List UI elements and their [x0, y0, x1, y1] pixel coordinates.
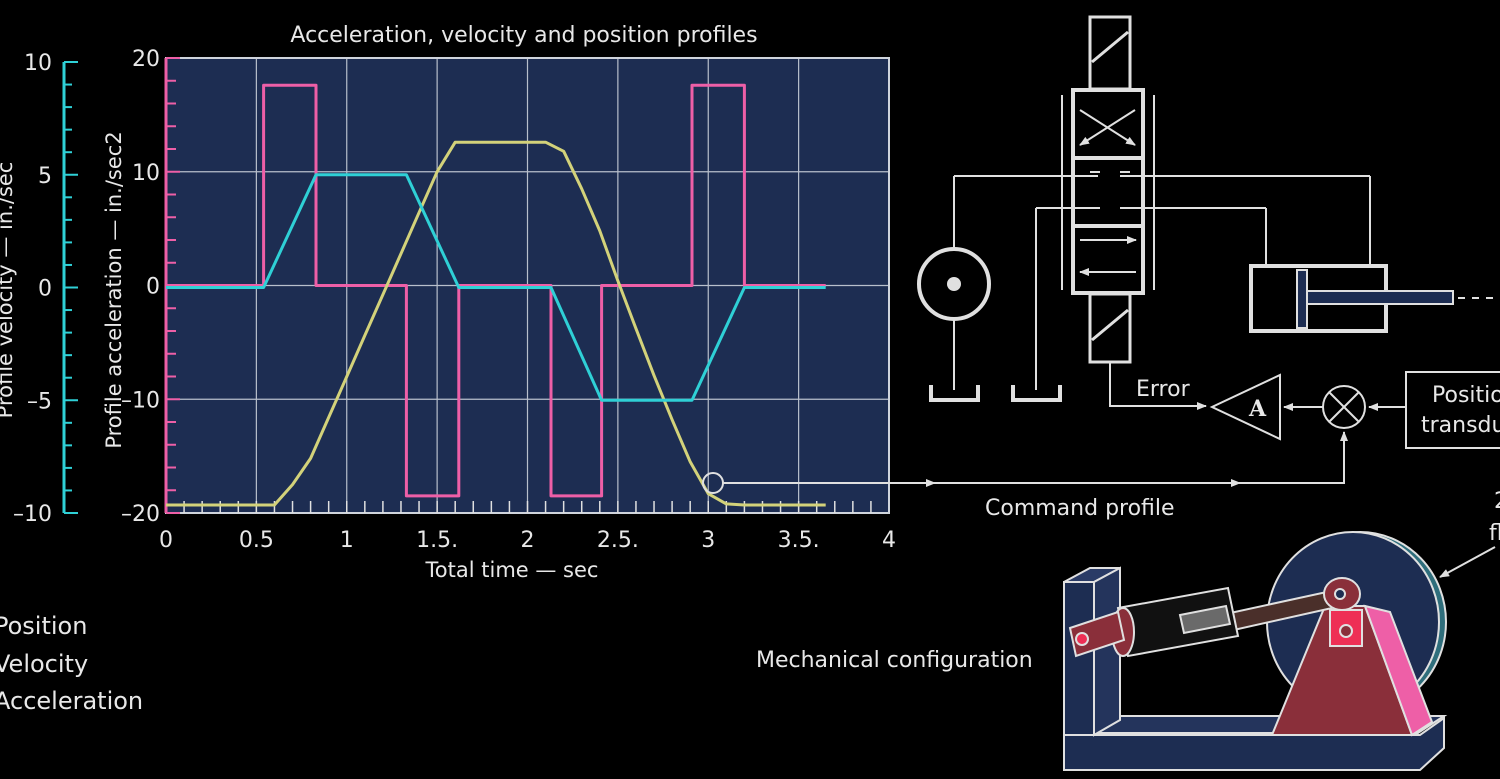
valve-bottom-spring: [1088, 292, 1132, 364]
cylinder-piston: [1296, 269, 1308, 329]
command-profile-label: Command profile: [985, 496, 1175, 521]
mech-base-front: [1063, 716, 1445, 771]
amplifier-label: A: [1248, 396, 1267, 422]
schematic-labels: Error A Positio transdu Command profile …: [756, 377, 1500, 673]
transducer-label-2: transdu: [1421, 413, 1500, 438]
acc-tick-label-2: 0: [146, 275, 160, 300]
series-acceleration: [166, 83, 826, 498]
spring-line-bottom: [1091, 308, 1129, 342]
chart-title: Acceleration, velocity and position prof…: [290, 23, 757, 48]
mechanical-configuration: [1063, 531, 1448, 771]
valve-top-spring: [1088, 15, 1132, 91]
vel-tick-label-2: 0: [38, 277, 52, 302]
x-tick-label-5: 2.5.: [597, 528, 639, 553]
transducer-label-1: Positio: [1432, 383, 1500, 408]
mech-piston-rod: [1178, 604, 1232, 635]
acc-tick-label-4: –20: [121, 502, 160, 527]
flywheel-pointer: [1439, 546, 1496, 578]
cross-arrow-2: [1079, 109, 1136, 146]
legend: Position Velocity Acceleration: [0, 612, 143, 715]
crank-pin: [1339, 624, 1353, 638]
reservoir-1: [929, 385, 980, 402]
x-tick-label-8: 4: [882, 528, 896, 553]
series-velocity: [166, 173, 826, 402]
mechanical-label: Mechanical configuration: [756, 648, 1033, 673]
pedestal-side: [1363, 604, 1434, 737]
mech-upright-front: [1063, 581, 1095, 736]
flywheel-label-2: fl: [1489, 521, 1500, 546]
acc-tick-label-1: 10: [132, 161, 160, 186]
x-tick-label-2: 1: [340, 528, 354, 553]
mech-upright-side: [1093, 566, 1121, 737]
acc-axis-label: Profile acceleration — in./sec2: [102, 131, 126, 448]
vel-tick-label-3: –5: [27, 389, 52, 414]
acc-axis-label-text: Profile acceleration — in./sec2: [102, 131, 126, 448]
x-tick-label-0: 0: [159, 528, 173, 553]
minor-ticks: [183, 501, 872, 513]
acc-tick-label-3: –10: [121, 388, 160, 413]
reservoir-2: [1011, 385, 1062, 402]
pump-center-dot: [947, 277, 961, 291]
error-line: [1109, 362, 1207, 410]
x-axis-label: Total time — sec: [425, 558, 599, 582]
x-tick-label-7: 3.5.: [778, 528, 820, 553]
legend-velocity: Velocity: [0, 650, 88, 678]
profiles-chart: 0 0.5 1 1.5. 2 2.5. 3 3.5. 4 20 10 0 –10 –20 10 5 0 –5 –10…: [0, 23, 896, 582]
x-tick-label-4: 2: [521, 528, 535, 553]
cylinder-rod: [1306, 290, 1454, 305]
hydraulic-schematic: [723, 15, 1500, 578]
x-tick-label-3: 1.5.: [416, 528, 458, 553]
vel-tick-label-1: 5: [38, 164, 52, 189]
tick-labels: 0 0.5 1 1.5. 2 2.5. 3 3.5. 4 20 10 0 –10 –20 10 5 0 –5 –10: [13, 47, 896, 553]
servo-valve-body: [1071, 88, 1145, 295]
acc-tick-label-0: 20: [132, 47, 160, 72]
x-tick-label-6: 3: [701, 528, 715, 553]
x-tick-label-1: 0.5: [239, 528, 274, 553]
error-label: Error: [1136, 377, 1191, 402]
position-transducer-box: [1405, 371, 1500, 449]
velocity-axis: [62, 61, 78, 514]
crank-end-hole: [1334, 588, 1346, 600]
vel-tick-label-4: –10: [13, 502, 52, 527]
bracket-pin: [1075, 632, 1089, 646]
legend-acceleration: Acceleration: [0, 687, 143, 715]
junction-x-2: [1328, 391, 1360, 423]
vel-tick-label-0: 10: [24, 51, 52, 76]
spring-line-top: [1091, 30, 1129, 64]
flywheel-label-1: 2: [1494, 489, 1500, 514]
amplifier-triangle: [1209, 373, 1281, 441]
legend-position: Position: [0, 612, 87, 640]
vel-axis-label: Profile velocity — in./sec: [0, 162, 17, 419]
